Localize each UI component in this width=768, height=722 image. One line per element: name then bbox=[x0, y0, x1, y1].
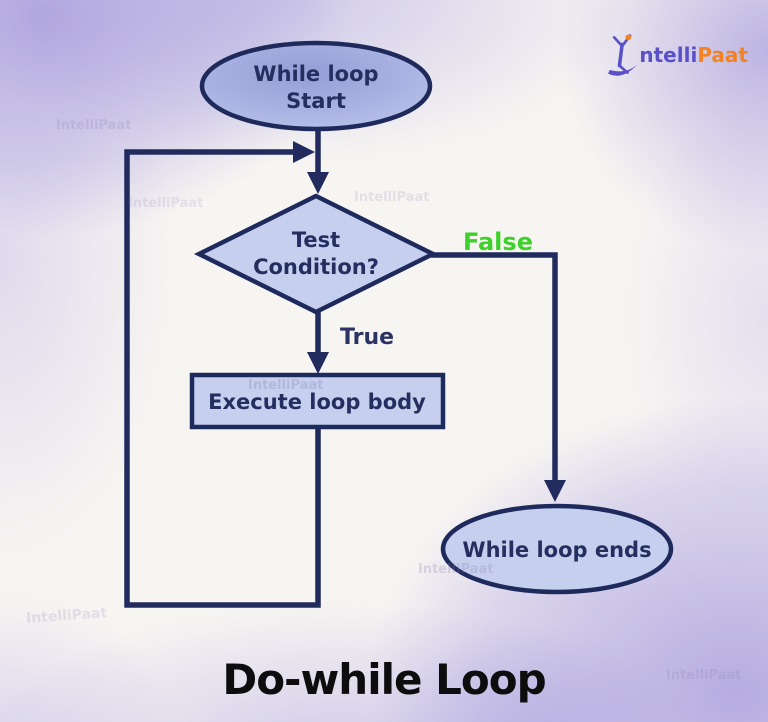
intellipaat-logo: ntelliPaat bbox=[608, 30, 748, 80]
process-node-label: Execute loop body bbox=[208, 390, 426, 414]
process-node bbox=[189, 372, 446, 430]
logo-text-ntelli: ntelli bbox=[639, 43, 698, 67]
true-edge-label: True bbox=[340, 325, 394, 350]
logo-wordmark: ntelliPaat bbox=[639, 43, 748, 67]
false-edge-label: False bbox=[463, 228, 533, 256]
loop-return-line bbox=[124, 149, 321, 608]
true-branch-arrowhead bbox=[307, 352, 329, 374]
logo-text-paat: Paat bbox=[697, 43, 748, 67]
end-node-label: While loop ends bbox=[462, 538, 651, 562]
logo-figure-icon bbox=[608, 34, 638, 76]
decision-node-label-line2: Condition? bbox=[253, 255, 379, 279]
start-to-decision-arrowhead bbox=[307, 172, 329, 194]
false-branch-arrowhead bbox=[544, 480, 566, 502]
loop-return-arrowhead bbox=[293, 141, 315, 163]
diagram-title: Do-while Loop bbox=[222, 655, 546, 704]
end-node bbox=[440, 503, 674, 595]
false-branch-line bbox=[431, 252, 558, 491]
start-node-label-line2: Start bbox=[286, 89, 346, 113]
start-node-label-line1: While loop bbox=[253, 62, 378, 86]
start-node bbox=[199, 40, 433, 132]
decision-node bbox=[193, 193, 439, 315]
decision-node-label-line1: Test bbox=[292, 228, 340, 252]
